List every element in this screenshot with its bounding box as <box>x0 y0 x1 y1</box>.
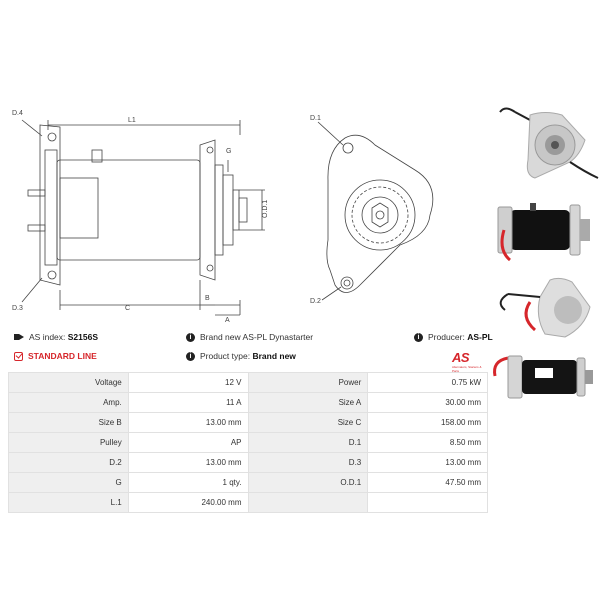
technical-drawing: D.4 L1 G O.D.1 D.3 C B A D.1 D.2 <box>12 110 434 324</box>
d2-leader <box>321 286 342 301</box>
pulley-1 <box>222 174 234 246</box>
d1-hole <box>342 142 354 154</box>
label-d1: D.1 <box>310 115 321 122</box>
pulley-2 <box>232 189 240 231</box>
label-d3: D.3 <box>12 305 23 312</box>
d2-hole <box>340 276 354 290</box>
front-flange <box>199 139 216 281</box>
label-d2: D.2 <box>310 298 321 305</box>
producer: i Producer: AS-PL <box>414 332 493 342</box>
d3-leader <box>21 277 43 303</box>
info-icon: i <box>186 332 195 342</box>
end-view-flange <box>326 134 434 293</box>
producer-label: Producer: <box>428 332 465 342</box>
as-index-label: AS index: <box>29 332 66 342</box>
starter-rear-photo-icon <box>499 277 591 338</box>
shaft-end <box>238 197 248 223</box>
starter-front-photo-icon <box>499 107 599 179</box>
end-view-housing <box>344 179 416 251</box>
as-pl-logo: AS Alternators, Starters & Parts <box>452 349 488 373</box>
standard-line-label: STANDARD LINE <box>28 351 97 361</box>
info-icon: i <box>186 351 195 361</box>
checkbox-icon <box>14 351 23 361</box>
logo-text: AS <box>452 350 470 365</box>
d4-leader <box>21 119 43 137</box>
product-type-value: Brand new <box>252 351 296 361</box>
standard-line: STANDARD LINE <box>14 351 97 361</box>
label-a: A <box>225 317 230 324</box>
stud-2 <box>27 224 46 232</box>
product-type-label: Product type: <box>200 351 251 361</box>
label-d4: D.4 <box>12 110 23 117</box>
product-type: i Product type: Brand new <box>186 351 296 361</box>
logo-subtext: Alternators, Starters & Parts <box>452 365 482 373</box>
front-hub <box>214 164 224 256</box>
brand-text: Brand new AS-PL Dynastarter <box>200 332 314 342</box>
label-c: C <box>125 305 130 312</box>
label-b: B <box>205 295 210 302</box>
label-g: G <box>226 148 231 155</box>
label-l1: L1 <box>128 117 136 124</box>
d1-leader <box>317 121 344 146</box>
stud-1 <box>27 189 46 197</box>
rear-cover <box>44 149 58 266</box>
motor-body <box>56 159 201 261</box>
terminal-box <box>59 177 99 239</box>
starter-body-photo-icon <box>493 355 593 399</box>
label-od1: O.D.1 <box>262 200 269 218</box>
as-index: AS index: S2156S <box>14 332 98 342</box>
brand-info: i Brand new AS-PL Dynastarter <box>186 332 313 342</box>
producer-value: AS-PL <box>467 332 493 342</box>
terminal-post <box>91 149 103 163</box>
shaft-nut <box>371 202 389 228</box>
info-icon: i <box>414 332 423 342</box>
as-index-value: S2156S <box>67 332 99 342</box>
rear-flange-outline <box>39 124 61 286</box>
starter-side-photo-icon <box>497 203 590 262</box>
tag-icon <box>14 334 24 340</box>
